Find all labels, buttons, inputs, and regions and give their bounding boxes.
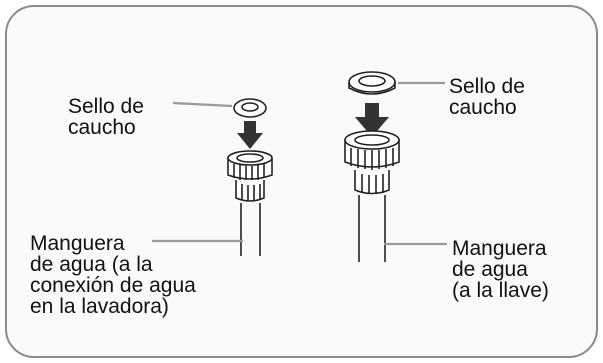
right-rubber-seal-icon xyxy=(348,71,396,95)
left-hose-assembly xyxy=(227,98,273,256)
right-hose-icon xyxy=(358,195,386,262)
left-coupling-nut-icon xyxy=(227,150,273,202)
label-line: Sello de xyxy=(68,95,144,118)
label-line: Manguera xyxy=(30,232,125,255)
label-line: conexión de agua xyxy=(30,274,196,297)
label-water-hose-right: Manguera de agua (a la llave) xyxy=(452,238,549,301)
leader-lines xyxy=(152,81,447,246)
label-line: (a la llave) xyxy=(452,279,549,302)
label-line: Manguera xyxy=(452,237,547,260)
label-water-hose-left: Manguera de agua (a la conexión de agua … xyxy=(30,233,196,317)
label-line: en la lavadora) xyxy=(30,295,169,318)
label-line: Sello de xyxy=(449,75,525,98)
label-rubber-seal-right: Sello de caucho xyxy=(449,76,525,118)
label-line: de agua xyxy=(452,258,528,281)
left-rubber-seal-icon xyxy=(233,98,267,118)
label-rubber-seal-left: Sello de caucho xyxy=(68,96,144,138)
label-line: caucho xyxy=(68,116,136,139)
right-hose-assembly xyxy=(344,71,400,262)
diagram-border xyxy=(5,5,598,358)
leader-seal-left xyxy=(172,101,233,108)
label-line: caucho xyxy=(449,96,517,119)
right-arrow-icon xyxy=(355,103,389,137)
right-coupling-nut-icon xyxy=(344,130,400,195)
left-hose-icon xyxy=(240,203,261,256)
label-line: de agua (a la xyxy=(30,253,153,276)
left-arrow-icon xyxy=(237,121,263,149)
